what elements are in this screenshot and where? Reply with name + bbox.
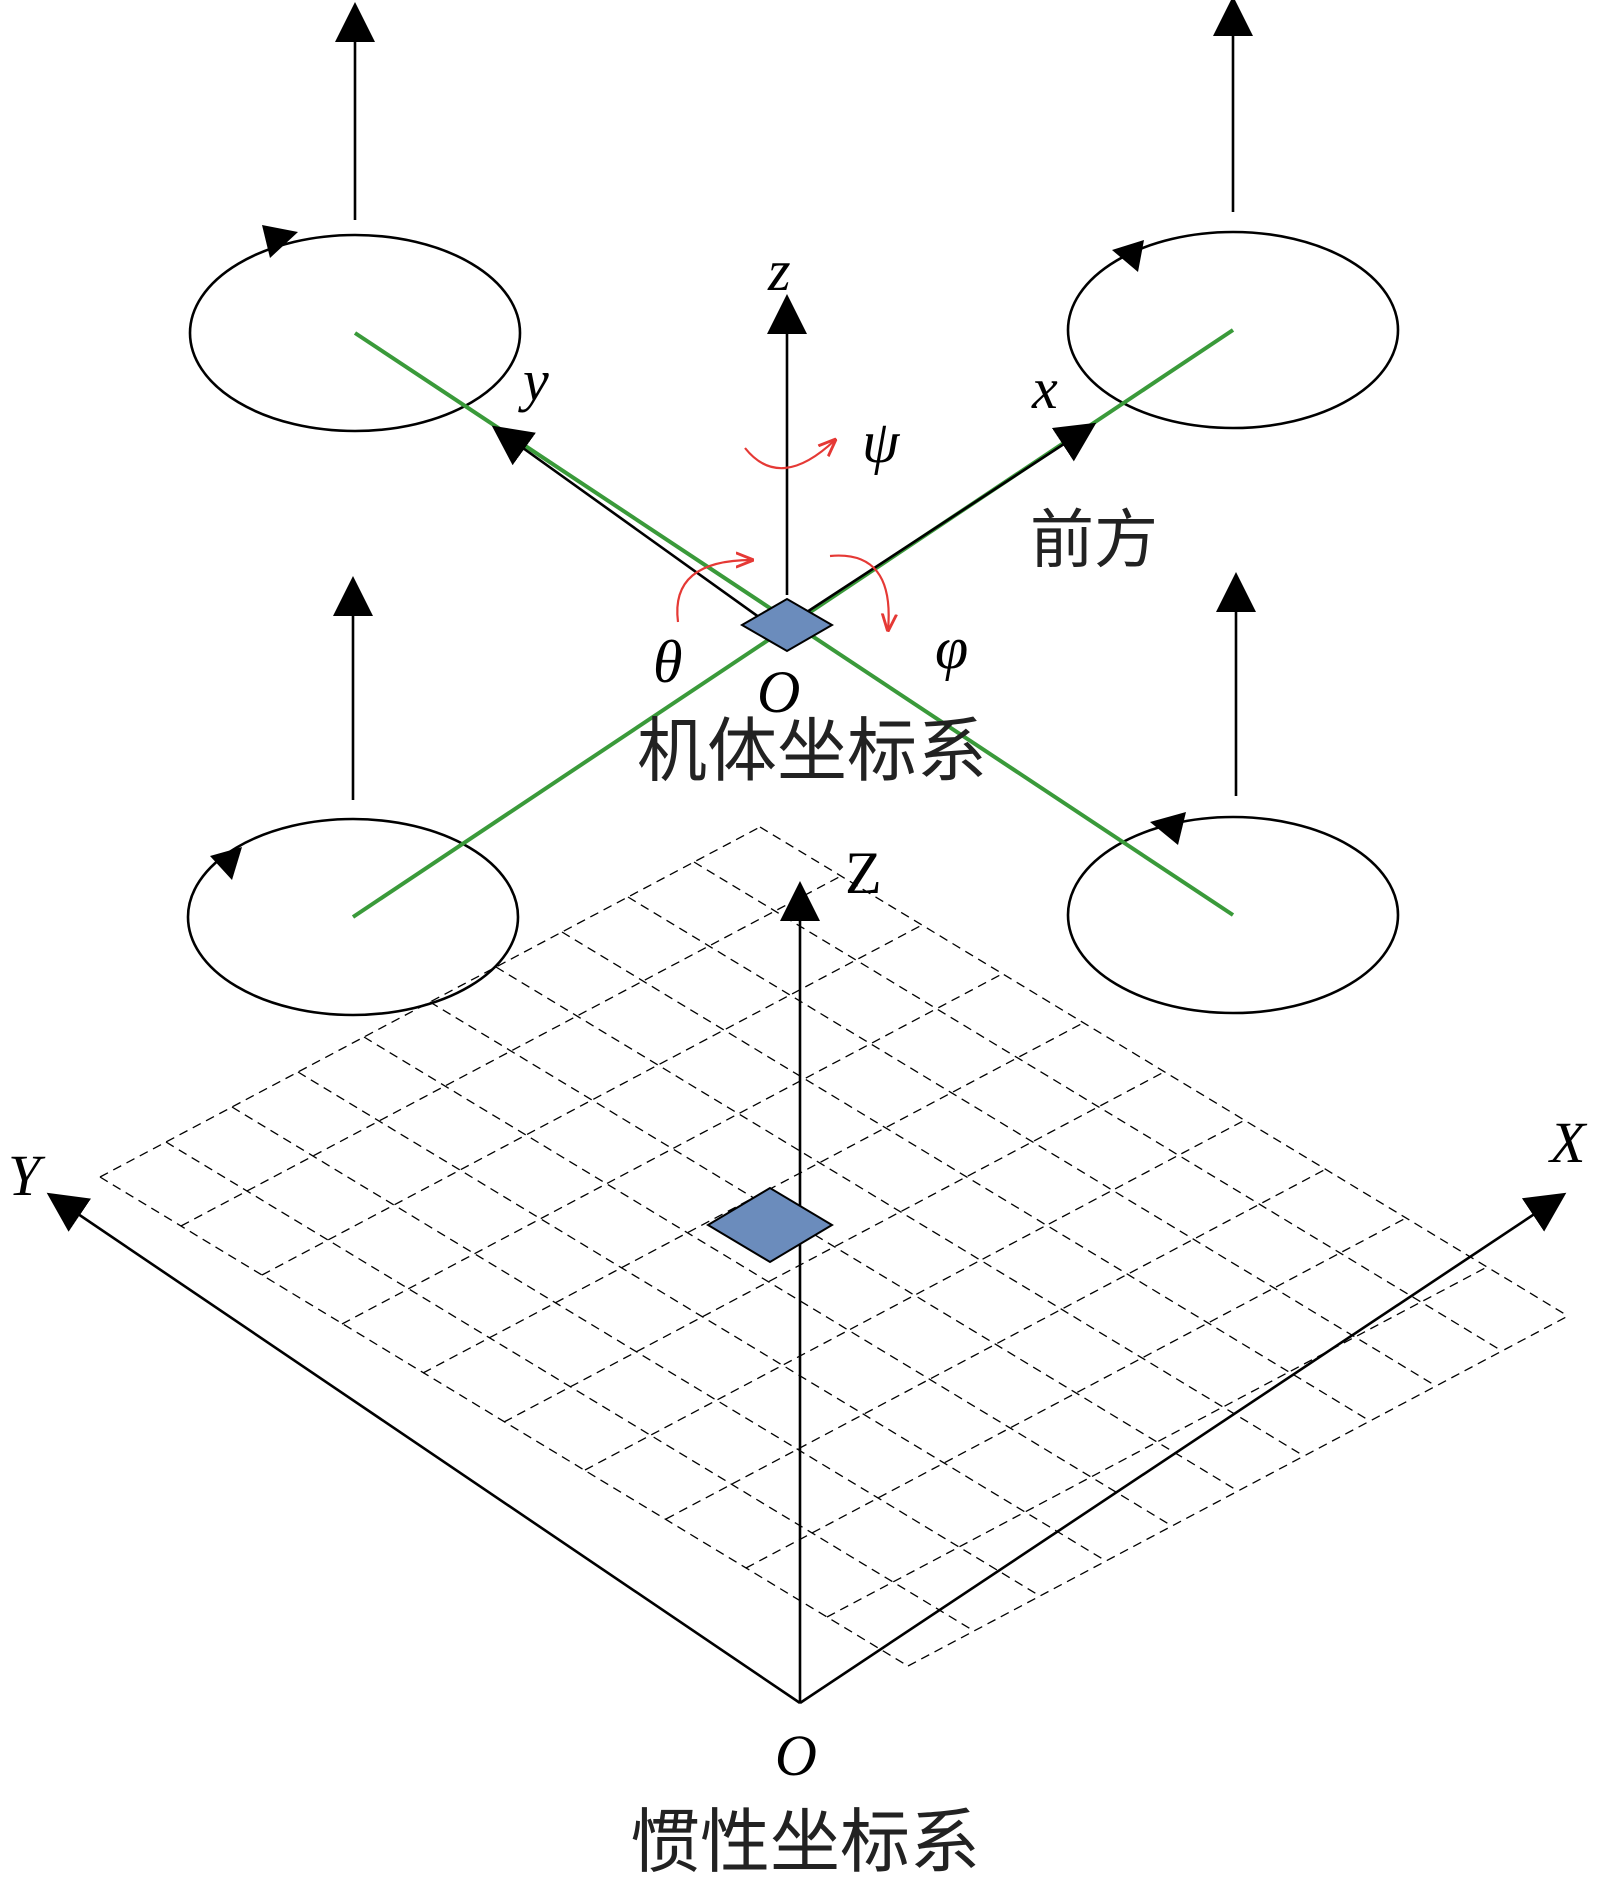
inertial-grid: [99, 826, 1569, 1667]
body-y-axis: [491, 425, 771, 627]
body-frame-title: 机体坐标系: [637, 710, 987, 792]
yaw-rotation-icon: [744, 440, 835, 470]
body-origin-label: O: [757, 659, 800, 725]
body-center-marker: [740, 597, 834, 653]
rotor-front-right: [1066, 230, 1400, 430]
body-z-label: z: [767, 238, 791, 303]
rotor-rear-right: [1066, 815, 1400, 1015]
body-x-label: x: [1031, 356, 1058, 421]
inertial-frame-title: 惯性坐标系: [630, 1801, 980, 1878]
body-x-axis: [786, 422, 1097, 627]
rotor-spin-arrow-icon: [1150, 812, 1186, 845]
rotor-front-left: [186, 817, 520, 1017]
inertial-z-label: Z: [845, 840, 882, 906]
inertial-x-label: X: [1548, 1110, 1588, 1175]
roll-label: φ: [935, 615, 968, 681]
yaw-label: ψ: [862, 409, 901, 475]
pitch-label: θ: [653, 629, 682, 695]
body-y-label: y: [518, 348, 549, 413]
inertial-y-axis: [46, 1192, 801, 1705]
rotor-spin-arrow-icon: [262, 225, 298, 258]
pitch-rotation-icon: [676, 560, 752, 623]
front-direction-label: 前方: [1030, 504, 1158, 578]
rotor-spin-arrow-icon: [1112, 240, 1144, 272]
roll-rotation-icon: [829, 554, 889, 630]
inertial-origin-label: O: [775, 1723, 817, 1788]
rotor-rear-left: [188, 233, 522, 433]
rotor-spin-arrow-icon: [210, 847, 242, 880]
inertial-center-marker: [706, 1186, 834, 1264]
inertial-x-axis: [799, 1192, 1567, 1705]
inertial-y-label: Y: [8, 1143, 46, 1208]
